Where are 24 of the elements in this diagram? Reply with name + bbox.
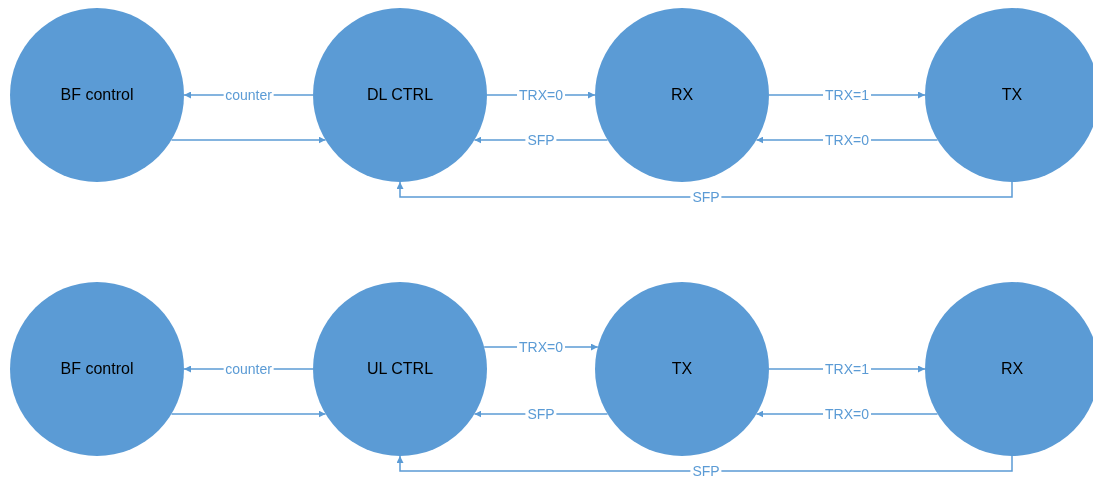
state-label: BF control [60,86,134,104]
edge-label: TRX=1 [823,87,871,103]
edge-label: TRX=0 [823,132,871,148]
state-label: RX [1000,360,1024,378]
state-label: DL CTRL [366,86,434,104]
state-label: BF control [60,360,134,378]
edge-label: SFP [525,132,557,148]
arrow [170,136,327,144]
arrow [396,455,1013,472]
edge-label: TRX=1 [823,361,871,377]
edge-label: counter [223,87,274,103]
edge-label: SFP [690,463,722,479]
edge-label: counter [223,361,274,377]
state-label: RX [670,86,694,104]
state-label: TX [671,360,693,378]
edge-label: TRX=0 [517,87,565,103]
arrow [396,181,1013,198]
state-label: UL CTRL [366,360,434,378]
state-label: TX [1001,86,1023,104]
edge-label: TRX=0 [823,406,871,422]
arrow [170,410,327,418]
edge-label: TRX=0 [517,339,565,355]
edge-label: SFP [525,406,557,422]
edge-label: SFP [690,189,722,205]
